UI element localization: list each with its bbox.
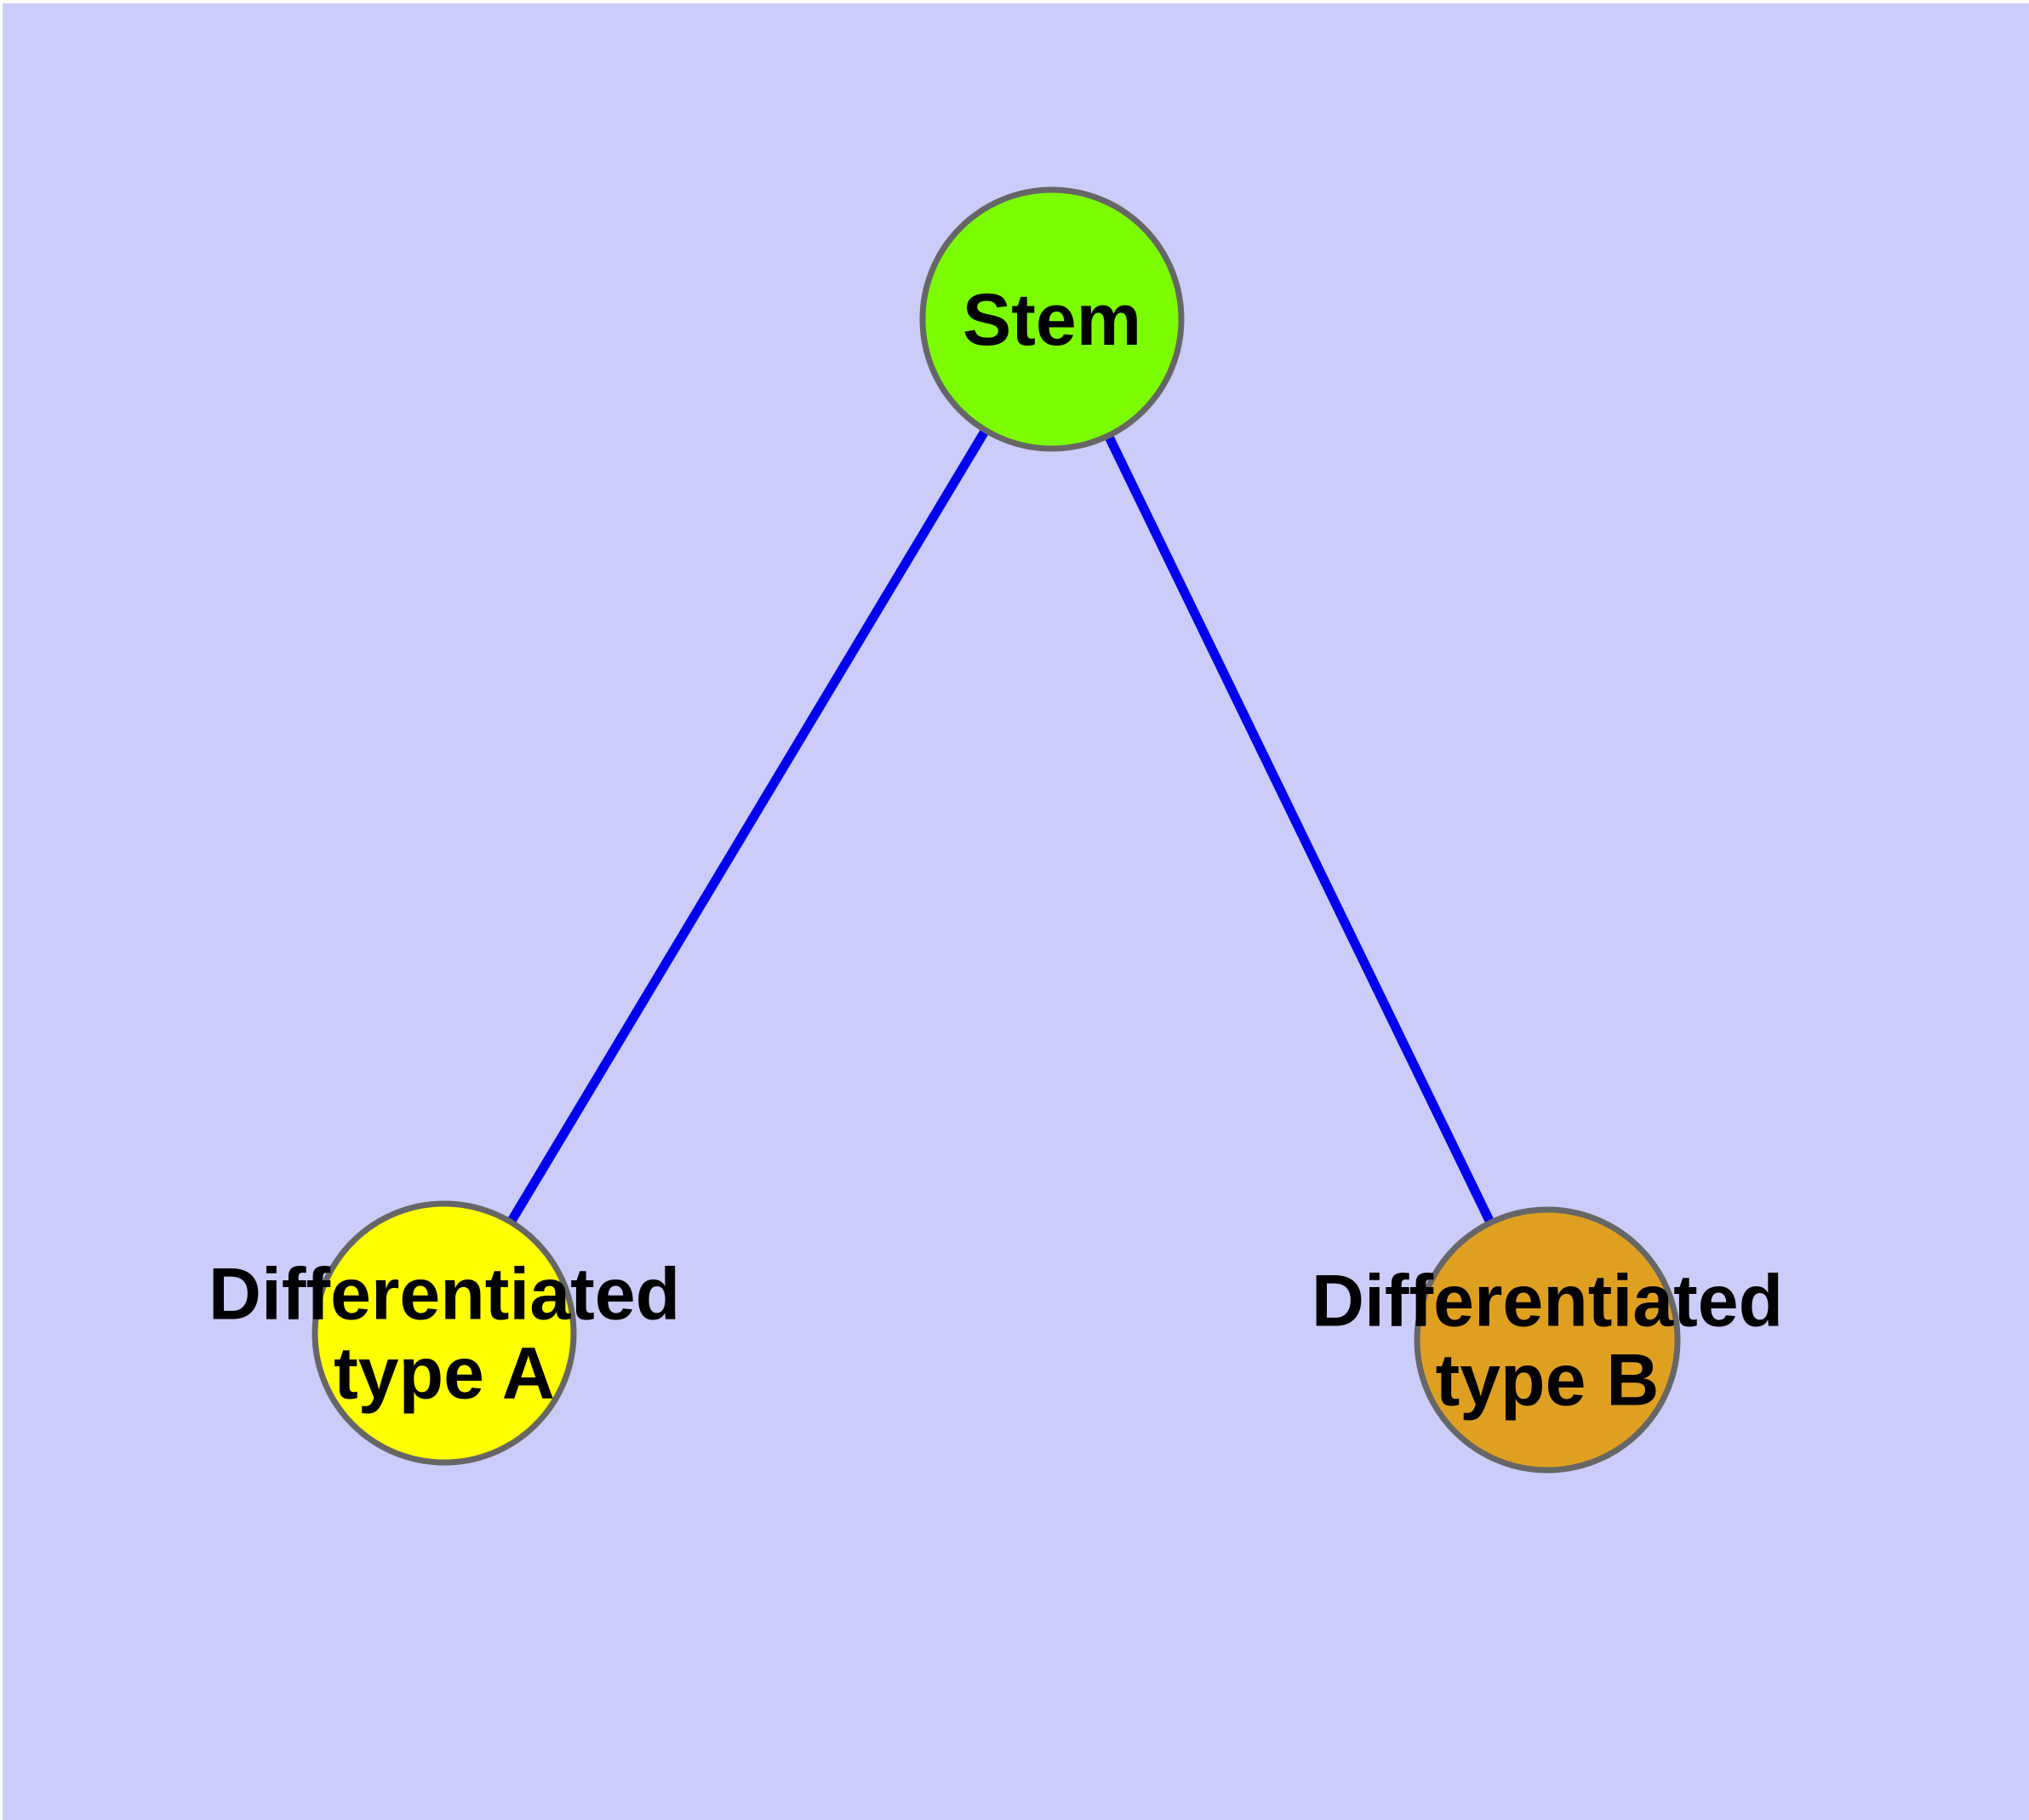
node-differentiated-type-b[interactable] [1414,1206,1681,1474]
node-label-line: type B [1436,1340,1660,1422]
node-stem[interactable] [919,186,1185,452]
node-label-stem: Stem [963,279,1141,361]
node-layer [311,186,1681,1474]
edge-stem-to-differentiated-type-a[interactable] [507,429,989,1223]
edge-stem-to-differentiated-type-b[interactable] [1105,435,1495,1223]
edge-layer [507,429,1495,1223]
node-label-line: Differentiated [1312,1261,1783,1342]
node-label-line: Stem [963,279,1141,361]
node-label-line: type A [334,1333,555,1415]
node-label-line: Differentiated [209,1254,680,1336]
node-differentiated-type-a[interactable] [311,1200,577,1466]
